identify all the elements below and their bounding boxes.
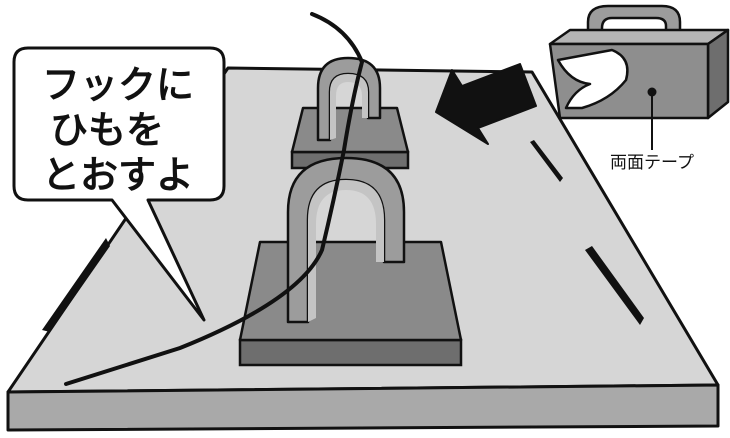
- hook-front: [238, 156, 463, 367]
- speech-bubble: フックに ひもを とおすよ: [12, 46, 226, 322]
- string: [64, 12, 365, 386]
- board-left-edge-shadow: [42, 238, 110, 332]
- hook-front-base-side: [238, 338, 463, 367]
- tape-peel: [556, 48, 629, 110]
- hook-front-arch-inner: [308, 180, 384, 322]
- hook-front-base-top: [238, 240, 463, 342]
- tape-block-top: [548, 28, 730, 46]
- board-right-edge-shadow-2: [530, 140, 563, 182]
- speech-line-3: とおすよ: [42, 153, 194, 197]
- speech-line-2: ひもを: [50, 108, 164, 152]
- double-sided-tape-block: [548, 4, 730, 150]
- speech-line-1: フックに: [42, 63, 194, 107]
- callout-label: 両面テープ: [610, 153, 694, 173]
- tape-block-side: [706, 28, 730, 120]
- hook-back-arch-inner: [330, 74, 368, 140]
- board-front-side: [6, 383, 720, 432]
- board-right-edge-shadow: [585, 246, 644, 325]
- arrow-left-icon: [435, 63, 537, 145]
- speech-bubble-shape: [12, 46, 226, 322]
